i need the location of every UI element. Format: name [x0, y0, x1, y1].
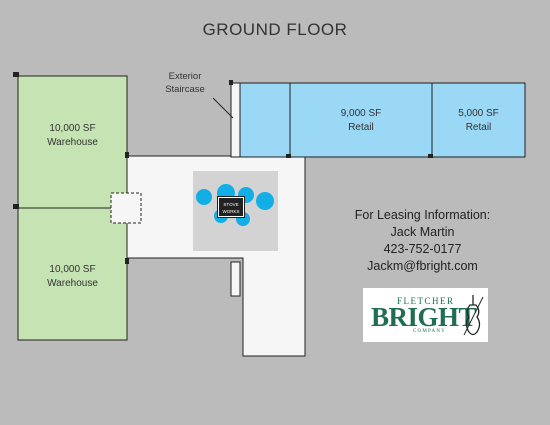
- page-title: GROUND FLOOR: [202, 20, 348, 39]
- connector: [110, 192, 142, 224]
- retail-large-label: 9,000 SF Retail: [340, 108, 382, 133]
- leasing-phone[interactable]: 423-752-0177: [383, 242, 462, 256]
- retail-small[interactable]: [431, 82, 526, 158]
- warehouse-bottom-label: 10,000 SF Warehouse: [47, 264, 98, 289]
- leasing-name: Jack Martin: [390, 225, 455, 239]
- leasing-email[interactable]: Jackm@fbright.com: [367, 259, 478, 273]
- violin-icon: [463, 295, 484, 336]
- retail-small-label: 5,000 SF Retail: [458, 108, 499, 133]
- fletcher-bright-logo: FLETCHER BRIGHT COMPANY: [363, 288, 488, 342]
- staircase-label: Exterior Staircase: [165, 71, 205, 95]
- warehouse-top-label: 10,000 SF Warehouse: [47, 123, 98, 148]
- lower-stair: [230, 261, 241, 297]
- warehouse-bottom[interactable]: [17, 207, 128, 341]
- warehouse-top[interactable]: [17, 75, 128, 209]
- exterior-staircase: [230, 82, 241, 158]
- stove-works-logo: STOVE WORKS: [217, 196, 245, 218]
- leasing-info: For Leasing Information: Jack Martin 423…: [330, 207, 515, 275]
- retail-large[interactable]: [239, 82, 433, 158]
- leasing-heading: For Leasing Information:: [354, 208, 491, 222]
